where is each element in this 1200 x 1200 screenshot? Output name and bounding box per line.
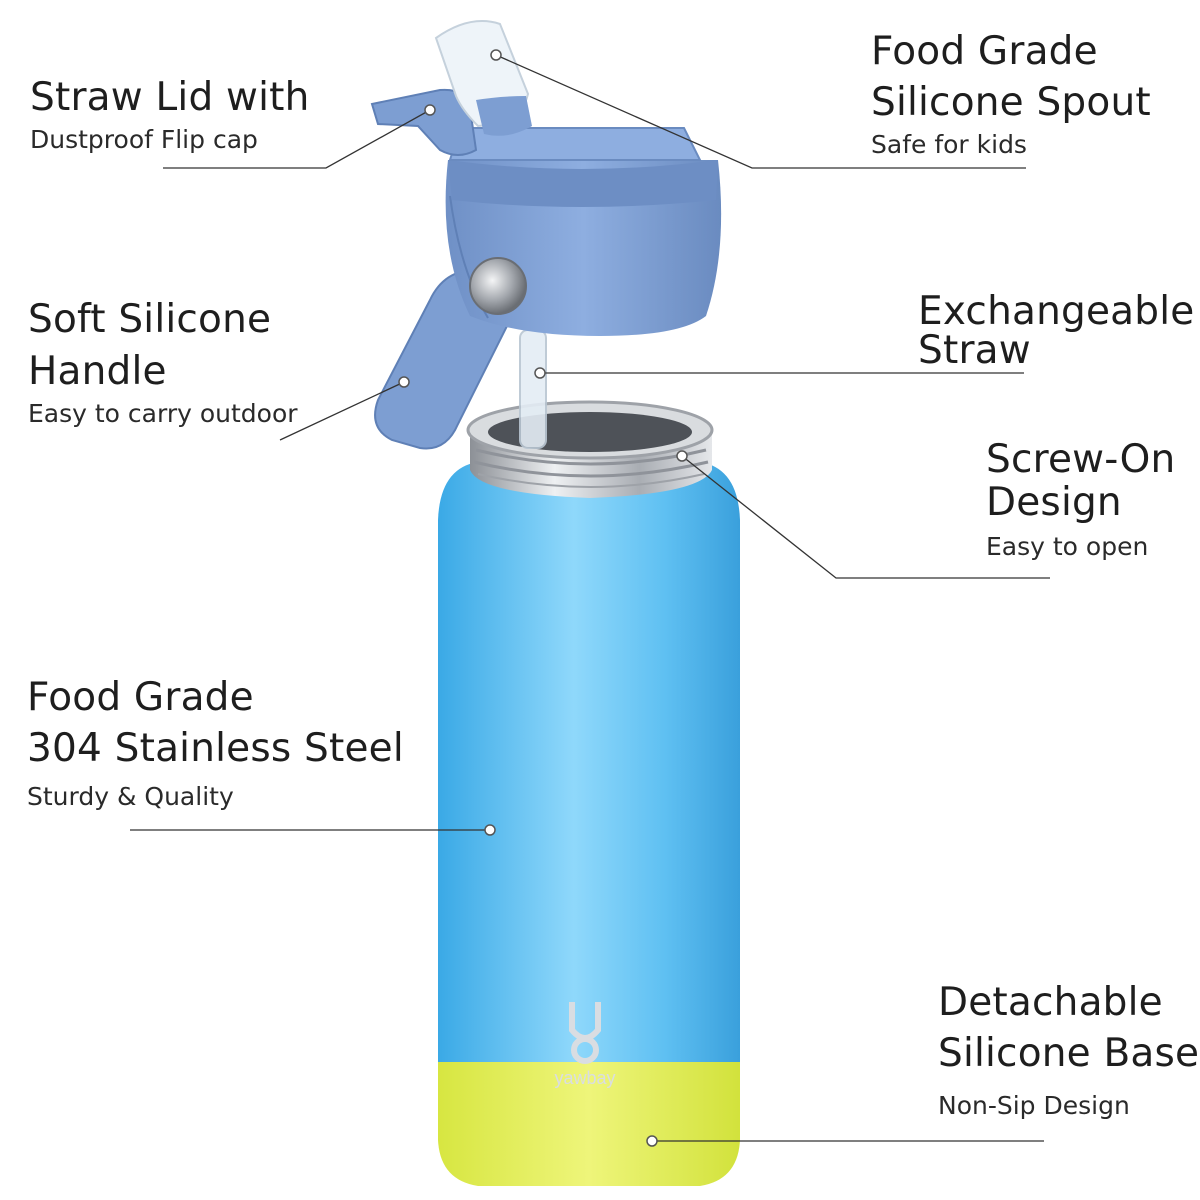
feature-stainless-steel: Food Grade 304 Stainless Steel Sturdy & …: [27, 678, 404, 809]
feature-straw: Exchangeable Straw: [918, 292, 1194, 370]
callout-dot: [534, 367, 546, 379]
flip-cap: [370, 88, 478, 156]
brand-name: yawbay: [554, 1068, 615, 1088]
feature-subtitle: Non-Sip Design: [938, 1091, 1130, 1120]
callout-dot: [490, 49, 502, 61]
callout-dot: [424, 104, 436, 116]
straw: [519, 329, 547, 449]
feature-screw-on: Screw-On Design Easy to open: [986, 440, 1175, 559]
feature-subtitle: Easy to open: [986, 532, 1149, 561]
leader-line-spout: [495, 54, 1026, 169]
bottle-body: [438, 462, 740, 1112]
feature-title: Exchangeable: [918, 289, 1195, 334]
feature-title: Straw Lid with: [30, 75, 310, 120]
feature-title: Screw-On: [986, 437, 1176, 482]
feature-subtitle: Safe for kids: [871, 130, 1027, 159]
feature-title: Food Grade: [871, 29, 1098, 74]
feature-title: Silicone Spout: [871, 80, 1151, 125]
feature-silicone-spout: Food Grade Silicone Spout Safe for kids: [871, 32, 1151, 157]
feature-title: Handle: [28, 349, 167, 394]
feature-silicone-base: Detachable Silicone Base Non-Sip Design: [938, 983, 1199, 1118]
callout-dot: [398, 376, 410, 388]
leader-line-handle: [279, 381, 405, 441]
feature-handle: Soft Silicone Handle Easy to carry outdo…: [28, 300, 298, 426]
feature-title: Straw: [918, 328, 1031, 373]
feature-title: Food Grade: [27, 675, 254, 720]
feature-subtitle: Easy to carry outdoor: [28, 399, 298, 428]
feature-straw-lid: Straw Lid with Dustproof Flip cap: [30, 78, 310, 152]
callout-dot: [484, 824, 496, 836]
leader-line-lid: [163, 109, 431, 169]
callout-dot: [676, 450, 688, 462]
callout-dot: [646, 1135, 658, 1147]
feature-title: Silicone Base: [938, 1031, 1200, 1076]
feature-subtitle: Sturdy & Quality: [27, 782, 234, 811]
brand-logo: [569, 1002, 601, 1064]
feature-title: Design: [986, 480, 1122, 525]
handle-knob: [469, 257, 527, 315]
feature-title: Detachable: [938, 980, 1163, 1025]
feature-title: 304 Stainless Steel: [27, 726, 404, 771]
feature-subtitle: Dustproof Flip cap: [30, 125, 258, 154]
silicone-base: [438, 1062, 740, 1186]
feature-title: Soft Silicone: [28, 297, 272, 342]
leader-line-screw: [681, 455, 1050, 579]
